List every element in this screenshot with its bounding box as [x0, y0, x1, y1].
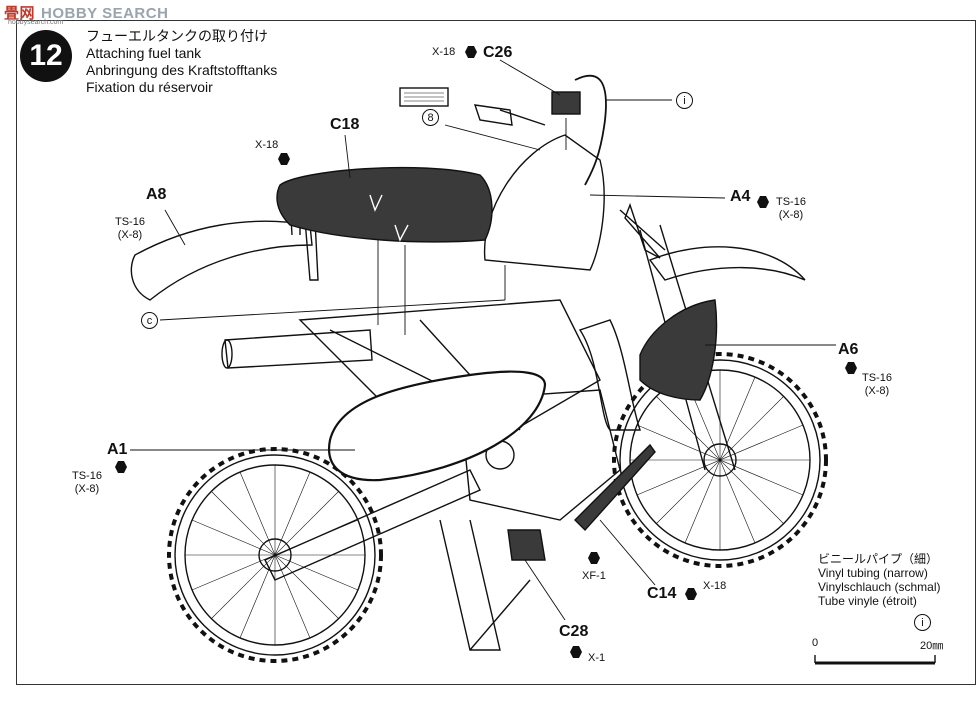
label-a1: A1 [107, 441, 128, 458]
title-fr: Fixation du réservoir [86, 79, 213, 95]
watermark-en: HOBBY SEARCH [41, 5, 169, 22]
label-c26: C26 [483, 44, 513, 61]
paint-hex-icon [757, 196, 769, 208]
marker-i-legend: i [914, 614, 931, 631]
marker-i-top: i [676, 92, 693, 109]
label-a8: A8 [146, 186, 167, 203]
label-c18: C18 [330, 116, 360, 133]
paint-ts16-a1: TS-16 (X-8) [72, 470, 102, 495]
title-ja: フューエルタンクの取り付け [86, 28, 268, 44]
paint-x18-c18: X-18 [255, 139, 279, 151]
marker-c-left: c [141, 312, 158, 329]
paint-x1: X-1 [588, 652, 606, 664]
legend-ja: ビニールパイプ（細） [818, 552, 939, 566]
paint-hex-icon [570, 646, 582, 658]
watermark-cn: 畳网 [4, 5, 36, 22]
scale-start: 0 [812, 637, 819, 649]
paint-x18-c26: X-18 [432, 46, 456, 58]
vinyl-tubing-legend: ビニールパイプ（細） Vinyl tubing (narrow) Vinylsc… [818, 552, 941, 608]
legend-de: Vinylschlauch (schmal) [818, 580, 941, 594]
watermark-sub: hobbysearch.com [8, 19, 64, 26]
label-c14: C14 [647, 585, 677, 602]
title-de: Anbringung des Kraftstofftanks [86, 62, 278, 78]
title-en: Attaching fuel tank [86, 45, 202, 61]
watermark: 畳网 HOBBY SEARCH [4, 2, 168, 23]
paint-hex-icon [845, 362, 857, 374]
label-a6: A6 [838, 341, 859, 358]
paint-ts16-a4: TS-16 (X-8) [776, 196, 806, 221]
legend-en: Vinyl tubing (narrow) [818, 566, 928, 580]
paint-x18-c14: X-18 [703, 580, 727, 592]
step-titles: フューエルタンクの取り付け Attaching fuel tank Anbrin… [86, 28, 277, 96]
instruction-frame [16, 20, 976, 685]
label-c28: C28 [559, 623, 589, 640]
step-number: 12 [20, 30, 72, 82]
front-wheel [612, 352, 828, 568]
label-a4: A4 [730, 188, 751, 205]
marker-decal-8: 8 [422, 109, 439, 126]
paint-ts16-a6: TS-16 (X-8) [862, 372, 892, 397]
paint-hex-icon [115, 461, 127, 473]
paint-ts16-a8: TS-16 (X-8) [115, 216, 145, 241]
legend-fr: Tube vinyle (étroit) [818, 594, 917, 608]
paint-hex-icon [588, 552, 600, 564]
scale-end: 20㎜ [920, 640, 944, 652]
paint-hex-icon [685, 588, 697, 600]
paint-hex-icon [465, 46, 477, 58]
paint-xf1: XF-1 [582, 570, 606, 582]
paint-hex-icon [278, 153, 290, 165]
